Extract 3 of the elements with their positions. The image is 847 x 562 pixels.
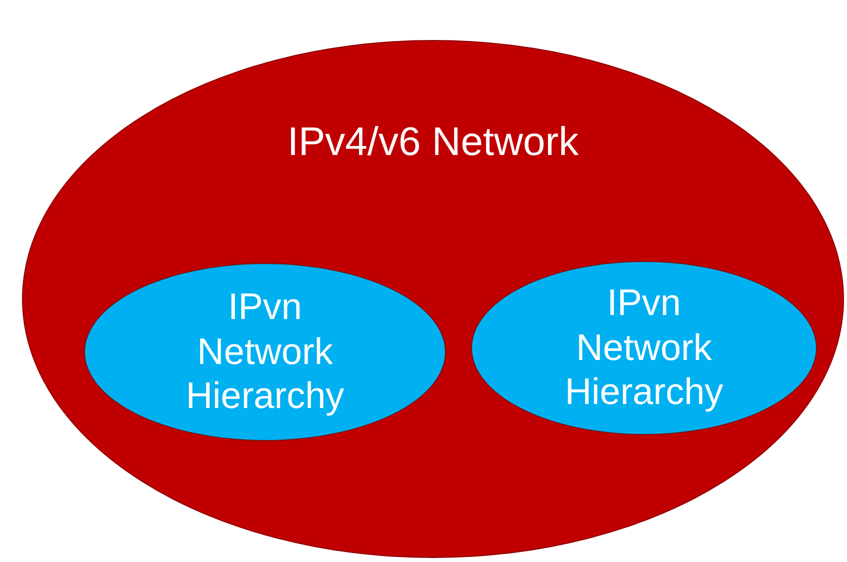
- network-title: IPv4/v6 Network: [287, 119, 579, 166]
- hierarchy-label: IPvn Network Hierarchy: [564, 281, 724, 414]
- hierarchy-label: IPvn Network Hierarchy: [184, 285, 346, 418]
